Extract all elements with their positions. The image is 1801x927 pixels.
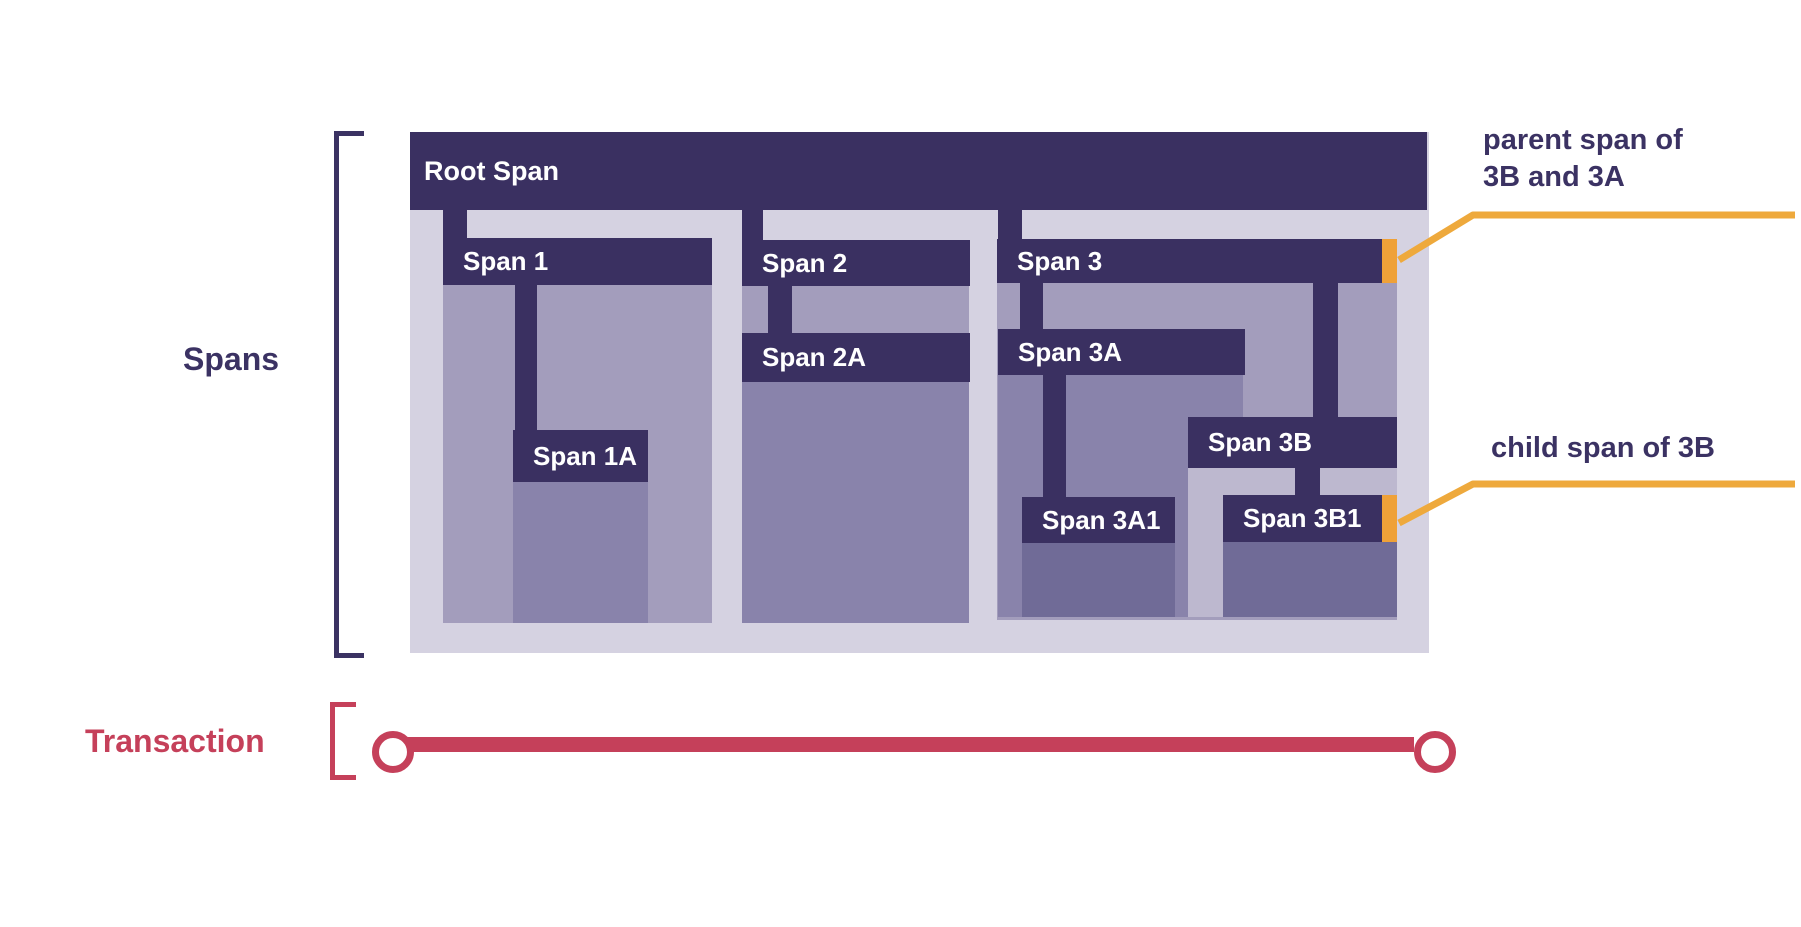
span3a1-duration-fill (1022, 543, 1175, 617)
transaction-line (398, 737, 1414, 752)
transaction-endpoint-start (372, 731, 414, 773)
connector-root-to-span3 (998, 210, 1022, 240)
span2a-bar: Span 2A (742, 333, 970, 382)
connector-span3a-to-span3a1 (1043, 375, 1066, 498)
span2a-duration-fill (742, 382, 969, 623)
span3a1-bar: Span 3A1 (1022, 497, 1175, 543)
parent-span-annotation: parent span of 3B and 3A (1483, 122, 1683, 196)
span3b1-duration-fill (1223, 542, 1397, 617)
parent-span-marker (1382, 239, 1397, 283)
span3b-bar: Span 3B (1188, 417, 1397, 468)
span3b1-bar: Span 3B1 (1223, 495, 1397, 542)
child-span-annotation-line1: child span of 3B (1491, 432, 1715, 464)
span2-bar: Span 2 (742, 240, 970, 286)
spans-bracket-bottom (334, 653, 364, 658)
parent-span-annotation-line2: 3B and 3A (1483, 161, 1625, 193)
transaction-bracket-vertical (330, 702, 335, 780)
child-span-annotation: child span of 3B (1491, 430, 1715, 467)
span1a-duration-fill (513, 482, 648, 623)
child-span-marker (1382, 495, 1397, 542)
span1a-bar: Span 1A (513, 430, 648, 482)
connector-span3-to-span3b (1313, 283, 1338, 417)
connector-span1-to-span1a (515, 285, 537, 431)
connector-span3-to-span3a (1020, 283, 1043, 330)
spans-bracket-vertical (334, 131, 339, 658)
transaction-endpoint-end (1414, 731, 1456, 773)
connector-span2-to-span2a (768, 285, 792, 334)
connector-span3b-to-span3b1 (1295, 468, 1320, 496)
transaction-bracket-bottom (330, 775, 356, 780)
connector-root-to-span2 (742, 210, 763, 241)
span3a-bar: Span 3A (998, 329, 1245, 375)
child-annotation-line (1397, 480, 1795, 527)
root-span-bar: Root Span (410, 132, 1427, 210)
transaction-label: Transaction (85, 723, 265, 759)
spans-label: Spans (183, 341, 280, 377)
span3-bar: Span 3 (997, 239, 1397, 283)
parent-annotation-line (1397, 211, 1795, 263)
transaction-bracket-top (330, 702, 356, 707)
span1-bar: Span 1 (443, 238, 712, 285)
connector-root-to-span1 (443, 210, 467, 239)
spans-bracket-top (334, 131, 364, 136)
parent-span-annotation-line1: parent span of (1483, 124, 1683, 156)
